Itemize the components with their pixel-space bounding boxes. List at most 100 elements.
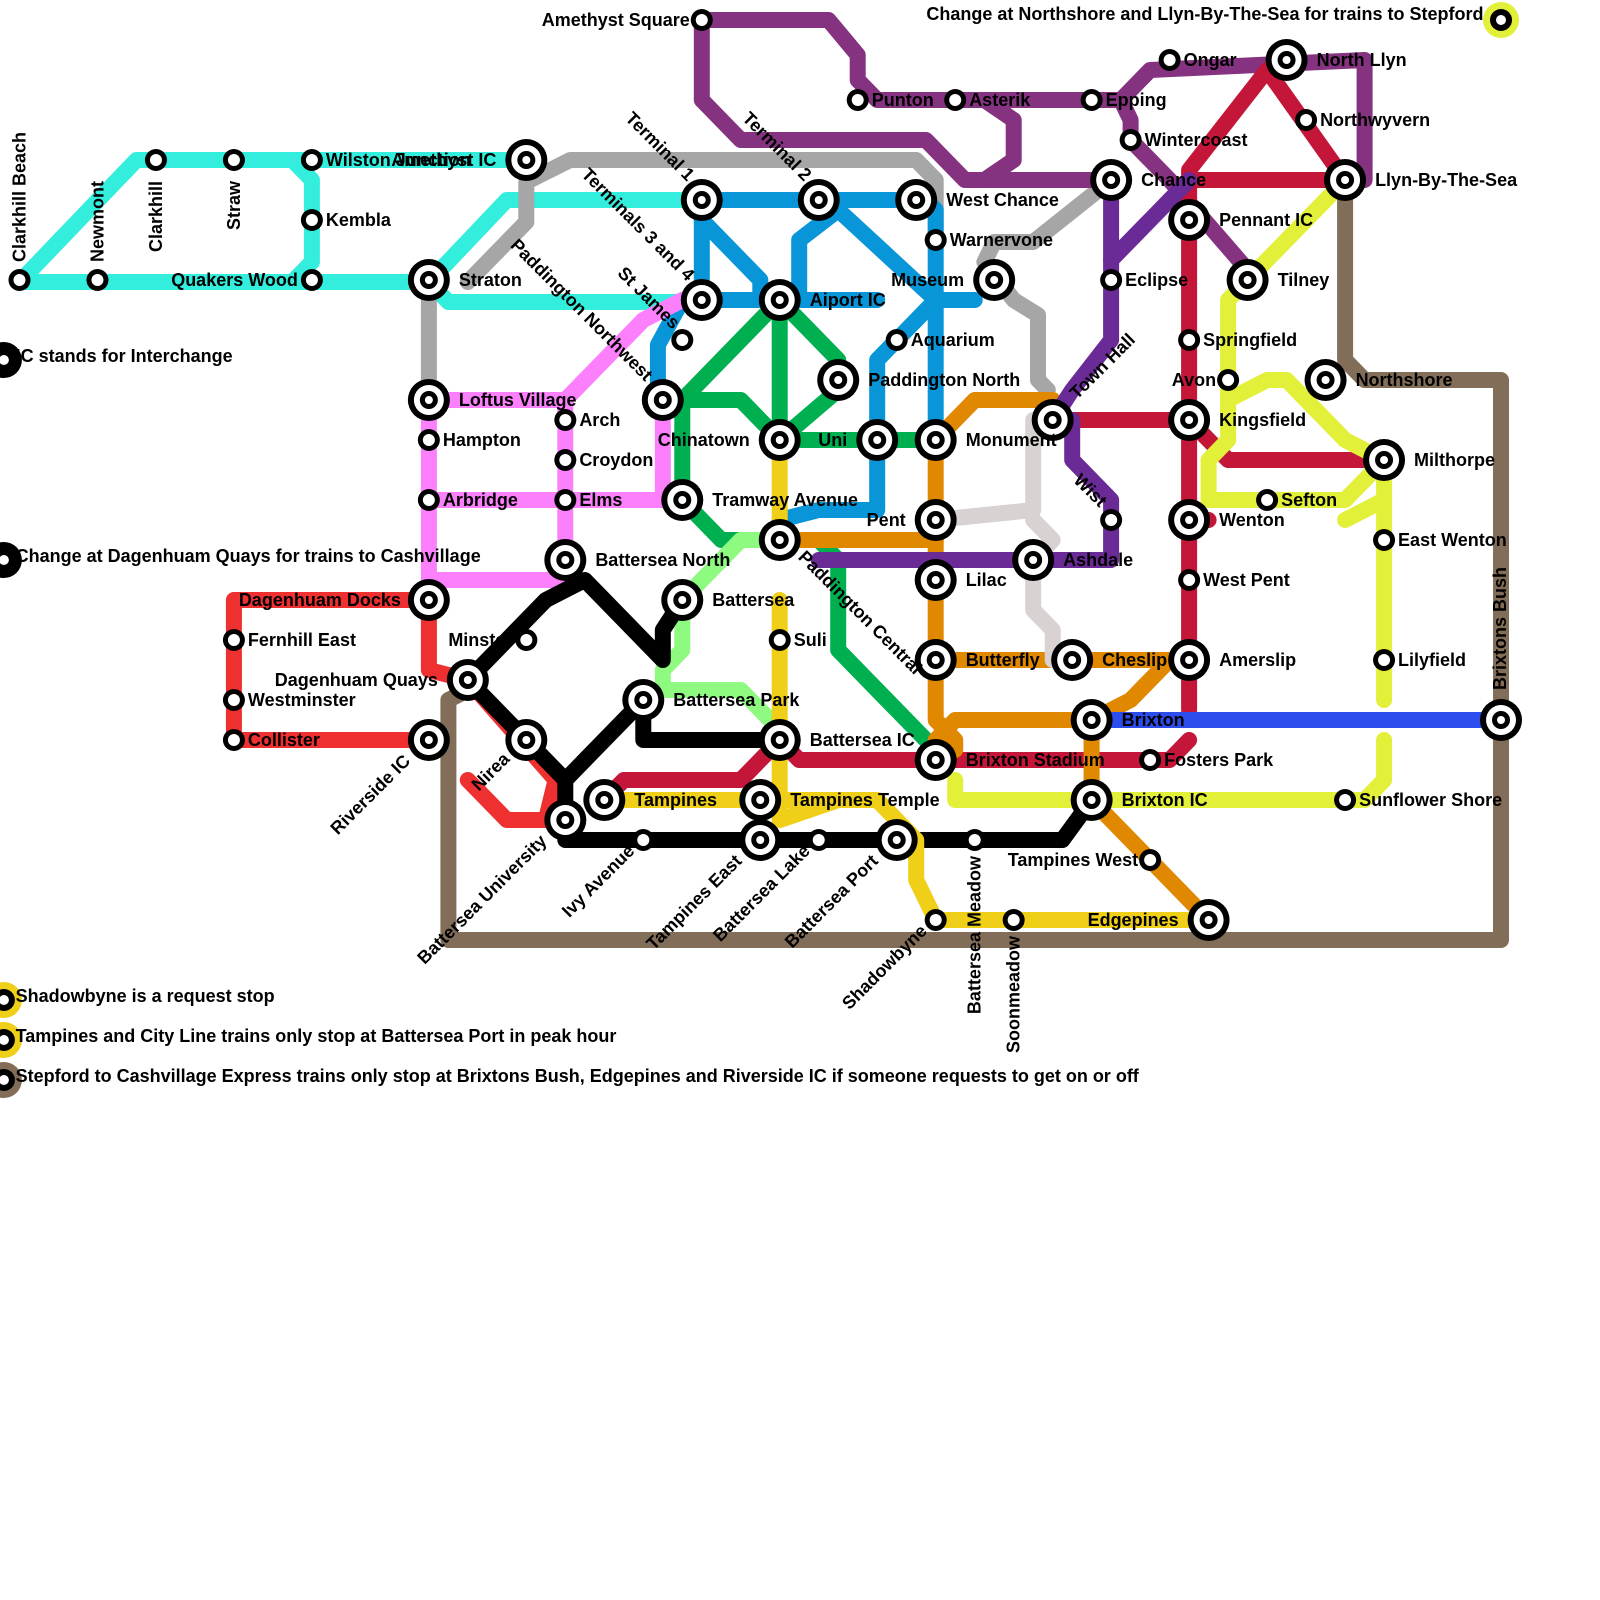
station-clarkhill-beach[interactable] — [8, 269, 31, 291]
station-tampines[interactable] — [583, 779, 626, 821]
station-ivy-avenue[interactable] — [632, 829, 655, 851]
station-paddington-northwest[interactable] — [641, 379, 684, 421]
station-tampines-east[interactable] — [739, 819, 782, 861]
station-straw[interactable] — [222, 149, 245, 171]
station-battersea-ic[interactable] — [758, 719, 801, 761]
station-minster[interactable] — [515, 629, 538, 651]
station-westminster[interactable] — [222, 689, 245, 711]
station-arch[interactable] — [554, 409, 577, 431]
station-battersea-north[interactable] — [544, 539, 587, 581]
station-dagenhuam-docks[interactable] — [407, 579, 450, 621]
station-west-chance[interactable] — [895, 179, 938, 221]
station-epping[interactable] — [1080, 89, 1103, 111]
station-milthorpe[interactable] — [1363, 439, 1406, 481]
station-northshore[interactable] — [1304, 359, 1347, 401]
station-suli[interactable] — [768, 629, 791, 651]
station-springfield[interactable] — [1178, 329, 1201, 351]
station-dagenhuam-quays[interactable] — [446, 659, 489, 701]
station-collister[interactable] — [222, 729, 245, 751]
station-llyn-by-the-sea[interactable] — [1324, 159, 1367, 201]
station-newmont[interactable] — [86, 269, 109, 291]
station-west-pent[interactable] — [1178, 569, 1201, 591]
station-shadowbyne[interactable] — [924, 909, 947, 931]
station-punton[interactable] — [846, 89, 869, 111]
station-kembla[interactable] — [300, 209, 323, 231]
station-aquarium[interactable] — [885, 329, 908, 351]
station-kingsfield[interactable] — [1168, 399, 1211, 441]
station-amerslip[interactable] — [1168, 639, 1211, 681]
station-hampton[interactable] — [417, 429, 440, 451]
station-ashdale[interactable] — [1012, 539, 1055, 581]
station-cheslip[interactable] — [1051, 639, 1094, 681]
station-label: Battersea — [712, 590, 795, 610]
station-wintercoast[interactable] — [1119, 129, 1142, 151]
station-eclipse[interactable] — [1100, 269, 1123, 291]
station-fosters-park[interactable] — [1139, 749, 1162, 771]
station-nirea[interactable] — [505, 719, 548, 761]
station-town-hall[interactable] — [1031, 399, 1074, 441]
station-label: Amethyst Square — [542, 10, 690, 30]
station-warnervone[interactable] — [924, 229, 947, 251]
station-northwyvern[interactable] — [1295, 109, 1318, 131]
station-brixtons-bush[interactable] — [1480, 699, 1523, 741]
station-tilney[interactable] — [1226, 259, 1269, 301]
station-amethyst-ic[interactable] — [505, 139, 548, 181]
station-clarkhill[interactable] — [144, 149, 167, 171]
station-battersea-port[interactable] — [875, 819, 918, 861]
station-lilyfield[interactable] — [1373, 649, 1396, 671]
station-monument[interactable] — [914, 419, 957, 461]
station-tampines-west[interactable] — [1139, 849, 1162, 871]
station-fernhill-east[interactable] — [222, 629, 245, 651]
station-label: Chance — [1141, 170, 1206, 190]
station-wist[interactable] — [1100, 509, 1123, 531]
station-paddington-north[interactable] — [817, 359, 860, 401]
station-battersea[interactable] — [661, 579, 704, 621]
station-butterfly[interactable] — [914, 639, 957, 681]
station-avon[interactable] — [1217, 369, 1240, 391]
station-ongar[interactable] — [1158, 49, 1181, 71]
station-tramway-avenue[interactable] — [661, 479, 704, 521]
station-battersea-lake[interactable] — [807, 829, 830, 851]
station-loftus-village[interactable] — [407, 379, 450, 421]
station-chance[interactable] — [1090, 159, 1133, 201]
station-pennant-ic[interactable] — [1168, 199, 1211, 241]
station-edgepines[interactable] — [1187, 899, 1230, 941]
station-elms[interactable] — [554, 489, 577, 511]
station-terminal-2[interactable] — [797, 179, 840, 221]
station-terminals-3-and-4[interactable] — [680, 279, 723, 321]
station-straton[interactable] — [407, 259, 450, 301]
station-battersea-park[interactable] — [622, 679, 665, 721]
station-soonmeadow[interactable] — [1002, 909, 1025, 931]
station-label: Brixton — [1122, 710, 1185, 730]
station-battersea-meadow[interactable] — [963, 829, 986, 851]
station-east-wenton[interactable] — [1373, 529, 1396, 551]
station-arbridge[interactable] — [417, 489, 440, 511]
station-croydon[interactable] — [554, 449, 577, 471]
station-brixton[interactable] — [1070, 699, 1113, 741]
station-museum[interactable] — [973, 259, 1016, 301]
station-brixton-stadium[interactable] — [914, 739, 957, 781]
station-brixton-ic[interactable] — [1070, 779, 1113, 821]
station-wenton[interactable] — [1168, 499, 1211, 541]
station-st-james[interactable] — [671, 329, 694, 351]
station-terminal-1[interactable] — [680, 179, 723, 221]
station-wilston-junction[interactable] — [300, 149, 323, 171]
station-chinatown[interactable] — [758, 419, 801, 461]
station-north-llyn[interactable] — [1265, 39, 1308, 81]
station-paddington-central[interactable] — [758, 519, 801, 561]
station-riverside-ic[interactable] — [407, 719, 450, 761]
station-lilac[interactable] — [914, 559, 957, 601]
station-battersea-university[interactable] — [544, 799, 587, 841]
station-quakers-wood[interactable] — [300, 269, 323, 291]
station-sunflower-shore[interactable] — [1334, 789, 1357, 811]
station-label: Ashdale — [1063, 550, 1133, 570]
station-asterik[interactable] — [944, 89, 967, 111]
station-label: Quakers Wood — [171, 270, 298, 290]
station-pent[interactable] — [914, 499, 957, 541]
station-tampines-temple[interactable] — [739, 779, 782, 821]
station-label: Wenton — [1219, 510, 1285, 530]
station-aiport-ic[interactable] — [758, 279, 801, 321]
station-uni[interactable] — [856, 419, 899, 461]
station-amethyst-square[interactable] — [690, 9, 713, 31]
station-sefton[interactable] — [1256, 489, 1279, 511]
